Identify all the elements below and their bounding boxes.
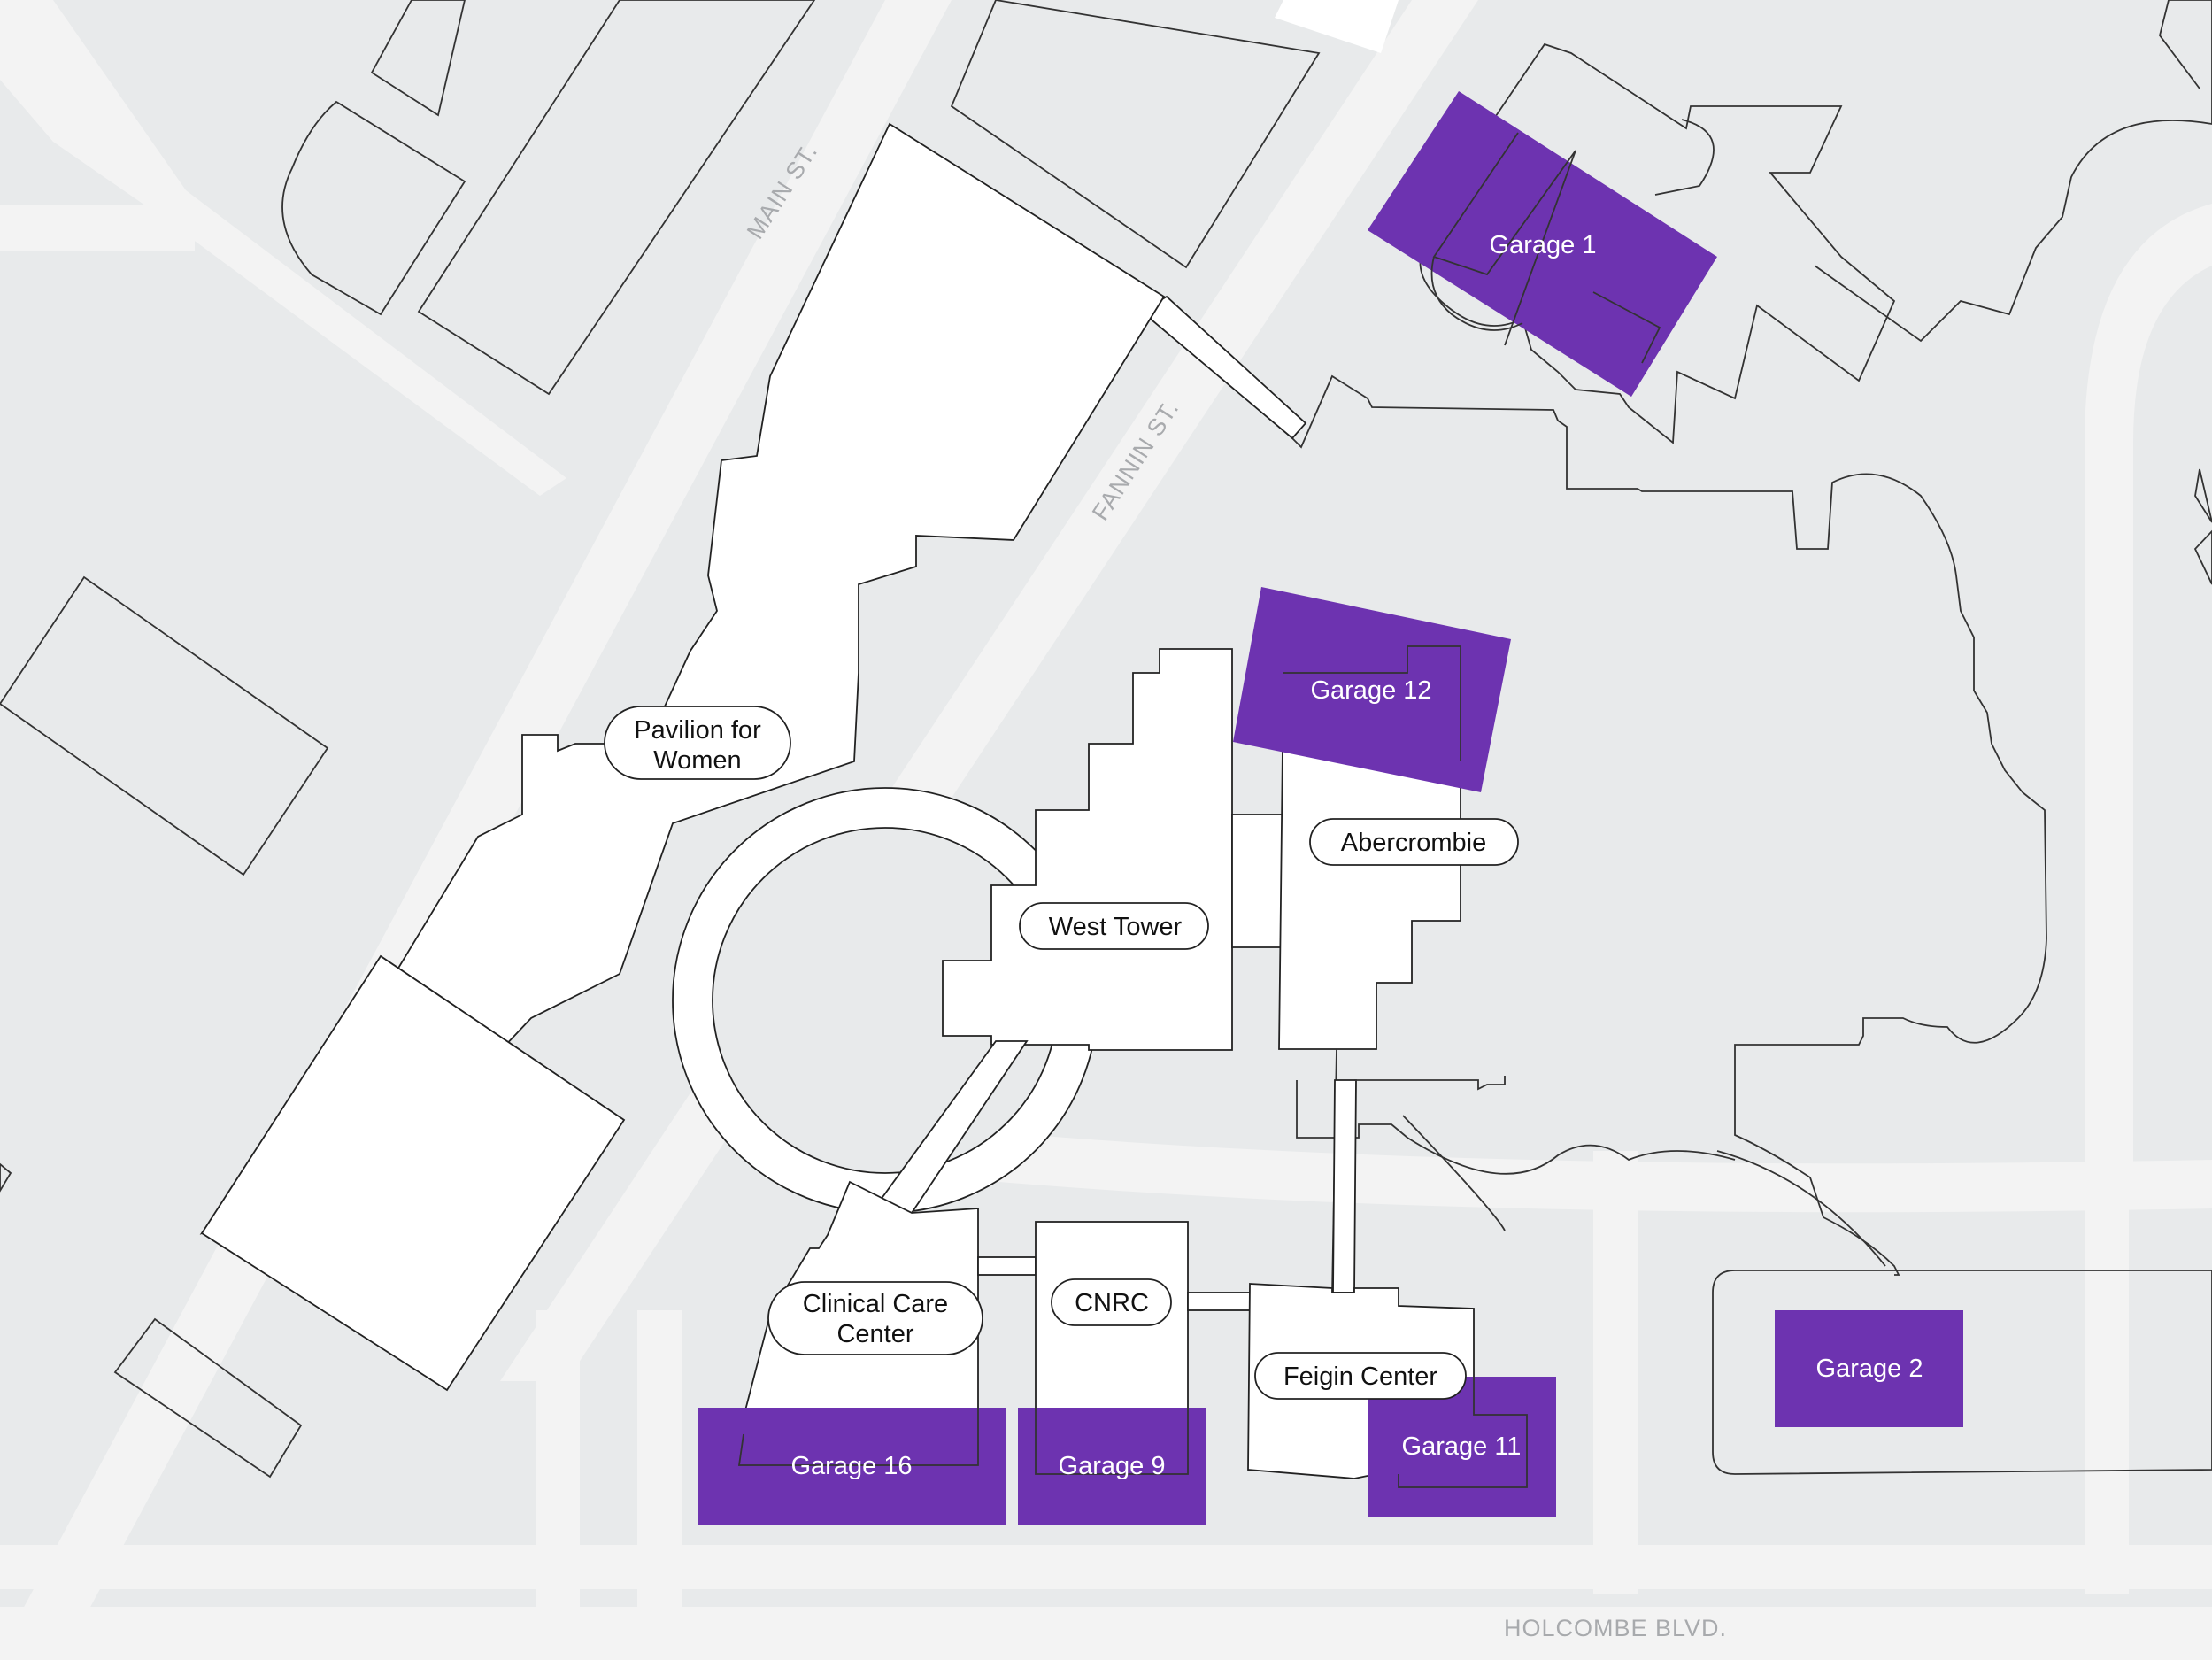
feigin-center-label[interactable]: Feigin Center: [1254, 1352, 1467, 1400]
holcombe-blvd-road: [0, 1545, 2212, 1589]
holcombe-blvd-label: HOLCOMBE BLVD.: [1504, 1615, 1727, 1641]
clinical-care-center-label[interactable]: Clinical Care Center: [767, 1281, 983, 1355]
vertical-road-2: [637, 1310, 682, 1660]
connector-feigin: [1187, 1292, 1251, 1311]
clinical-label-line1: Clinical Care: [803, 1290, 948, 1318]
garage-2-area[interactable]: [1775, 1310, 1963, 1427]
feigin-label-text: Feigin Center: [1283, 1363, 1437, 1391]
garage-9-label: Garage 9: [1059, 1452, 1166, 1480]
right-curved-road: [2085, 204, 2212, 1169]
pavilion-label[interactable]: Pavilion for Women: [604, 706, 791, 780]
vertical-road-4: [2085, 1151, 2129, 1594]
connector-cnrc: [977, 1256, 1037, 1276]
holcombe-blvd-road-lower: [0, 1607, 2212, 1660]
vertical-road-3: [1593, 1151, 1638, 1594]
garages: [698, 91, 1963, 1525]
garage-1-label: Garage 1: [1490, 231, 1597, 259]
garage-12-label: Garage 12: [1310, 676, 1431, 705]
garage-11-area[interactable]: [1368, 1377, 1556, 1517]
garage-9-area[interactable]: [1018, 1408, 1206, 1525]
garage-2-label: Garage 2: [1816, 1355, 1923, 1383]
curved-mid-road: [779, 1111, 2212, 1213]
garage-11-label: Garage 11: [1402, 1432, 1522, 1461]
garage-12-area[interactable]: [1233, 587, 1511, 792]
abercrombie-label-text: Abercrombie: [1341, 829, 1486, 857]
cnrc-label-text: CNRC: [1075, 1289, 1149, 1317]
garage-16-area[interactable]: [698, 1408, 1006, 1525]
pavilion-label-line1: Pavilion for: [634, 716, 761, 745]
west-tower-connector: [1231, 814, 1284, 948]
pavilion-for-women-building: [199, 122, 1166, 1392]
west-tower-label[interactable]: West Tower: [1019, 902, 1209, 950]
garage-overlay-outlines: [737, 132, 1661, 1488]
abercrombie-label[interactable]: Abercrombie: [1309, 818, 1519, 866]
top-white-strip: [1275, 0, 1399, 53]
feigin-connector: [1332, 1079, 1357, 1293]
cnrc-label[interactable]: CNRC: [1051, 1278, 1172, 1326]
vertical-road-1: [536, 1310, 580, 1660]
left-diagonal-road: [0, 0, 566, 496]
feigin-path-upper: [1354, 1076, 1506, 1091]
clinical-label-line2: Center: [836, 1320, 913, 1348]
upper-horizontal-road: [0, 205, 195, 251]
west-tower-label-text: West Tower: [1049, 913, 1183, 941]
garage-16-label: Garage 16: [790, 1452, 912, 1480]
pavilion-label-line2: Women: [653, 746, 741, 775]
background-building-outlines: [0, 0, 2212, 1479]
